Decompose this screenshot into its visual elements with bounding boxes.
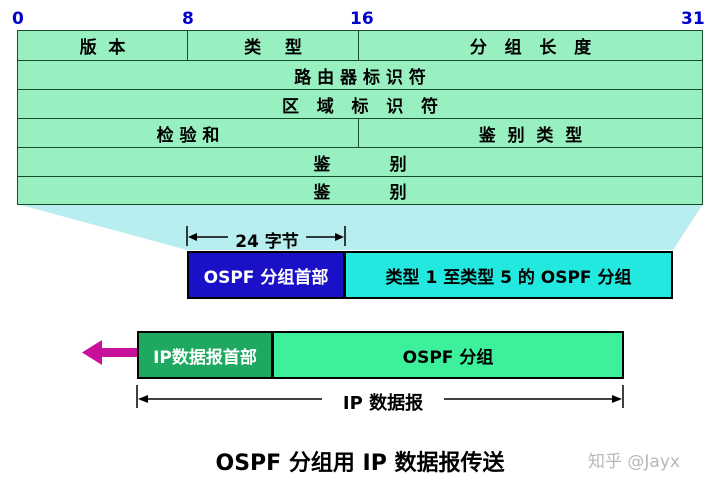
bit-label-8: 8	[182, 9, 194, 29]
bit-label-16: 16	[350, 9, 374, 29]
version-field: 版 本	[17, 30, 188, 61]
bit-label-0: 0	[12, 9, 24, 29]
type-field: 类 型	[187, 30, 359, 61]
authentication-field-2: 鉴 别	[17, 176, 703, 205]
router-id-field: 路 由 器 标 识 符	[17, 60, 703, 90]
ospf-body-block: 类型 1 至类型 5 的 OSPF 分组	[344, 251, 673, 299]
ip-span-label: IP 数据报	[342, 393, 424, 414]
ospf-header-block: OSPF 分组首部	[187, 251, 345, 299]
packet-length-field: 分 组 长 度	[358, 30, 703, 61]
watermark: 知乎 @Jayx	[588, 452, 680, 472]
bit-label-31: 31	[681, 9, 705, 29]
byte-span-label: 24 字节	[235, 232, 299, 252]
send-direction-arrow	[82, 340, 138, 365]
checksum-field: 检 验 和	[17, 118, 359, 148]
figure-caption: OSPF 分组用 IP 数据报传送	[215, 451, 505, 476]
area-id-field: 区 域 标 识 符	[17, 89, 703, 119]
ip-body-block: OSPF 分组	[272, 331, 624, 379]
